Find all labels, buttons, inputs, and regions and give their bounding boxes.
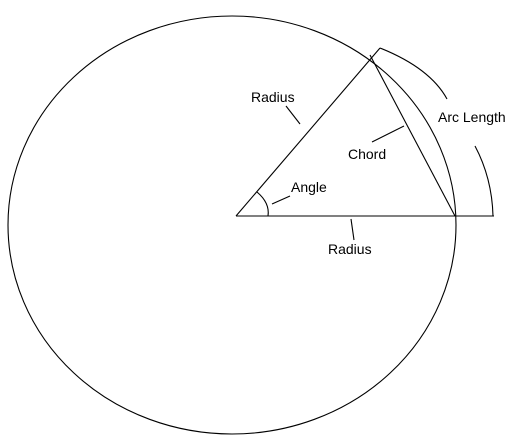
chord-label: Chord [348,146,386,162]
radius-lower-leader [350,218,355,241]
arc-length-label: Arc Length [438,109,506,125]
arc-length-bracket-upper [379,47,448,100]
angle-arc [256,191,269,217]
angle-leader [271,195,291,205]
radius-upper-label: Radius [251,89,295,105]
circle [7,15,457,435]
chord-line [369,54,456,217]
radius-lower-label: Radius [328,241,372,257]
chord-leader [371,125,405,143]
arc-length-bracket-lower [474,145,494,217]
angle-label: Angle [291,179,327,195]
radius-upper-leader [285,105,301,125]
radius-slanted-line [235,47,381,217]
